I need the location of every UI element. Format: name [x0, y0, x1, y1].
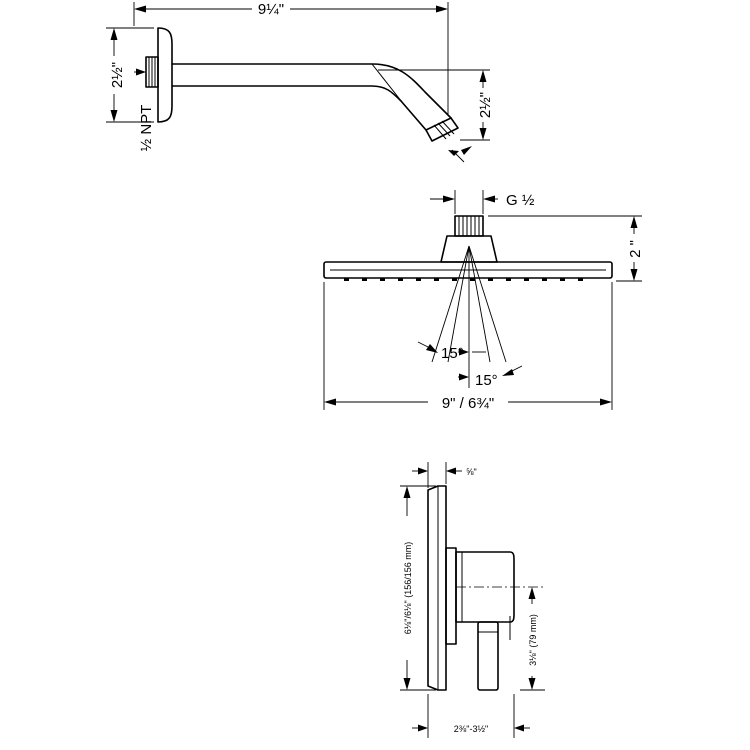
- projection-label: 2⅜"-3½": [454, 724, 488, 734]
- wall-plate: [427, 485, 447, 691]
- connection-label: G ½: [506, 192, 535, 209]
- shower-arm: [171, 63, 452, 119]
- handle-lever: [477, 621, 499, 691]
- head-height-label: 2 ": [627, 240, 644, 258]
- shower-head-view: G ½ 2 " 15° 15° 9" / 6¾": [323, 190, 644, 412]
- valve-body: [445, 547, 457, 645]
- thread-label: ½ NPT: [138, 105, 155, 152]
- flange-height-label: 2½": [109, 62, 126, 88]
- angle-outer-label: 15°: [441, 345, 464, 362]
- depth-label: ⅝": [466, 467, 477, 477]
- head-nozzles: [344, 278, 583, 281]
- valve-trim-view: ⅝" 6⅛"/6⅛" (156/156 mm) 3⅛" (79 mm) 2⅜"-…: [400, 462, 545, 738]
- angle-inner-label: 15°: [475, 372, 498, 389]
- handle-hub: [455, 551, 515, 623]
- plate-height-label: 6⅛"/6⅛" (156/156 mm): [403, 542, 413, 634]
- drop-label: 2½": [477, 92, 494, 118]
- arm-length-label: 9¼": [258, 1, 284, 18]
- handle-offset-label: 3⅛" (79 mm): [528, 614, 538, 666]
- head-width-label: 9" / 6¾": [442, 395, 494, 412]
- shower-arm-view: 9¼" 2½" ½ NPT 2½": [106, 1, 494, 163]
- wall-flange: [157, 27, 173, 123]
- head-plate: [323, 261, 613, 279]
